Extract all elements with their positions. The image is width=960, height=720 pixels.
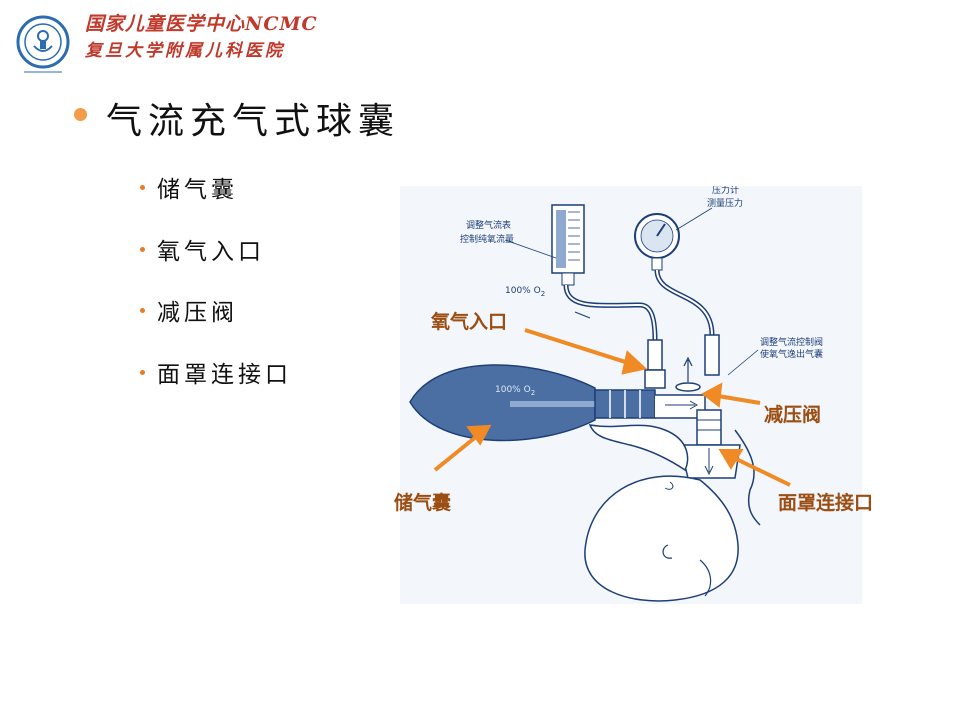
flowmeter [551,204,658,341]
callout-arrows [433,328,791,487]
gauge-label-1: 压力计 [712,186,739,196]
callout-reservoir: 储气囊 [394,492,452,514]
callout-oxygen-inlet: 氧气入口 [431,311,508,333]
valve-label-1: 调整气流控制阀 [760,336,823,348]
pressure-gauge [634,213,715,336]
infant-head [584,475,739,602]
callout-pressure-valve: 减压阀 [764,404,822,426]
valve-label-2: 使氧气逸出气囊 [760,348,823,360]
page-title: 气流充气式球囊 [106,101,401,142]
hospital-logo [16,15,70,73]
flowmeter-label-2: 控制纯氧流量 [460,233,514,245]
bullet-item: 储气囊 [140,170,238,204]
title-bullet [74,108,87,121]
gauge-label-2: 测量压力 [707,197,743,209]
bag-valve-diagram: 调整气流表 控制纯氧流量 100% O2 压力计 测量压力 调整气流控制阀 使氧… [400,186,862,604]
hospital-name-line1: 国家儿童医学中心NCMC [85,13,318,35]
o2-flow-label: 100% O2 [505,286,545,298]
hospital-name-line2: 复旦大学附属儿科医院 [85,41,285,61]
bullet-item: 面罩连接口 [140,355,292,389]
flowmeter-label-1: 调整气流表 [466,219,511,231]
bullet-item: 减压阀 [140,293,238,327]
o2-bag-label: 100% O2 [495,385,535,397]
callout-mask-port: 面罩连接口 [778,492,874,514]
bullet-item: 氧气入口 [140,232,265,266]
